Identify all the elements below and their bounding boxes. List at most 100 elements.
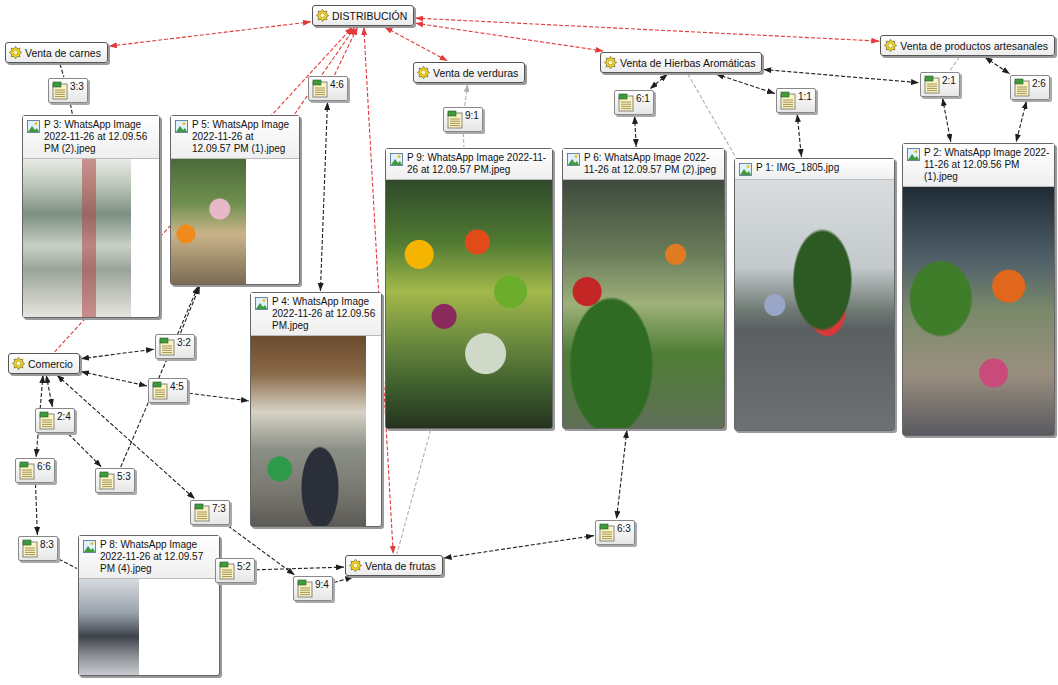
relation-connector (797, 114, 801, 157)
document-header: P 3: WhatsApp Image 2022-11-26 at 12.09.… (23, 116, 159, 159)
code-label: Venta de verduras (433, 67, 518, 79)
document-title: P 2: WhatsApp Image 2022-11-26 at 12.09.… (924, 147, 1050, 183)
document-icon (567, 153, 580, 166)
photo-thumbnail (563, 180, 724, 428)
code-icon (417, 66, 430, 79)
document-icon (175, 120, 188, 133)
code-node: Venta de frutas (345, 555, 443, 576)
quotation-id: 6:3 (617, 523, 631, 534)
code-node: Venta de Hierbas Aromáticas (600, 52, 762, 73)
relation-connector (181, 286, 200, 333)
quote-icon (618, 93, 635, 112)
document-node: P 4: WhatsApp Image 2022-11-26 at 12.09.… (250, 292, 382, 527)
document-title: P 9: WhatsApp Image 2022-11-26 at 12.09.… (407, 152, 548, 176)
quotation-id: 4:6 (330, 79, 344, 90)
relation-connector (688, 74, 736, 157)
code-node: Venta de productos artesanales (880, 35, 1055, 56)
document-header: P 1: IMG_1805.jpg (735, 159, 894, 180)
document-icon (255, 297, 268, 310)
quotation-id: 5:3 (117, 471, 131, 482)
relation-connector (109, 22, 311, 46)
relation-connector (295, 27, 355, 114)
relation-connector (60, 64, 64, 77)
document-icon (390, 153, 403, 166)
quotation-node: 1:1 (776, 88, 816, 113)
quotation-id: 2:1 (942, 75, 956, 86)
photo-thumbnail (79, 579, 139, 675)
relation-connector (635, 116, 637, 147)
quotation-node: 6:1 (614, 90, 654, 115)
relation-connector (81, 372, 147, 386)
quotation-node: 5:3 (95, 468, 135, 493)
quote-icon (924, 75, 941, 94)
code-icon (884, 39, 897, 52)
quote-icon (39, 411, 56, 430)
quote-icon (447, 110, 464, 129)
code-label: DISTRIBUCIÓN (332, 10, 407, 22)
photo-thumbnail (251, 336, 366, 526)
code-label: Comercio (28, 358, 73, 370)
quotation-id: 3:3 (70, 81, 84, 92)
quotation-node: 4:5 (148, 378, 188, 403)
quotation-node: 6:3 (595, 520, 635, 545)
document-header: P 5: WhatsApp Image 2022-11-26 at 12.09.… (171, 116, 299, 159)
quotation-id: 8:3 (40, 539, 54, 550)
relation-connector (334, 577, 354, 583)
document-header: P 6: WhatsApp Image 2022-11-26 at 12.09.… (563, 149, 724, 180)
quotation-id: 9:1 (465, 110, 479, 121)
relation-connector (763, 70, 919, 83)
relation-connector (1016, 101, 1026, 142)
relation-connector (256, 567, 344, 570)
quotation-node: 3:3 (48, 78, 88, 103)
document-header: P 9: WhatsApp Image 2022-11-26 at 12.09.… (386, 149, 552, 180)
document-node: P 3: WhatsApp Image 2022-11-26 at 12.09.… (22, 115, 160, 318)
quote-icon (152, 381, 169, 400)
relation-connector (985, 57, 1010, 74)
document-node: P 8: WhatsApp Image 2022-11-26 at 12.09.… (78, 535, 220, 676)
relation-connector (617, 430, 627, 519)
relation-connector (716, 74, 775, 94)
document-icon (83, 540, 96, 553)
code-node: DISTRIBUCIÓN (312, 5, 414, 26)
relation-connector (463, 133, 465, 147)
photo-thumbnail (903, 187, 1054, 435)
document-title: P 1: IMG_1805.jpg (756, 162, 839, 174)
code-label: Venta de Hierbas Aromáticas (620, 57, 755, 69)
document-icon (27, 120, 40, 133)
relation-connector (70, 104, 72, 114)
quote-icon (194, 503, 211, 522)
quotation-id: 2:4 (57, 411, 71, 422)
code-node: Comercio (8, 353, 80, 374)
quotation-node: 4:6 (308, 76, 348, 101)
quotation-node: 2:6 (1010, 75, 1050, 100)
relation-connector (335, 27, 358, 75)
relation-connector (415, 18, 879, 41)
photo-thumbnail (735, 180, 894, 430)
code-label: Venta de frutas (365, 560, 436, 572)
document-title: P 6: WhatsApp Image 2022-11-26 at 12.09.… (584, 152, 720, 176)
quotation-node: 2:4 (35, 408, 75, 433)
relation-connector (81, 349, 154, 359)
relation-connector (385, 27, 448, 61)
quote-icon (312, 79, 329, 98)
document-title: P 5: WhatsApp Image 2022-11-26 at 12.09.… (192, 119, 295, 155)
relation-connector (59, 559, 77, 568)
quote-icon (52, 81, 69, 100)
quote-icon (599, 523, 616, 542)
relation-connector (228, 526, 295, 575)
quotation-id: 6:6 (37, 461, 51, 472)
code-icon (9, 46, 22, 59)
quotation-node: 8:3 (18, 536, 58, 561)
relation-connector (465, 84, 468, 106)
document-node: P 6: WhatsApp Image 2022-11-26 at 12.09.… (562, 148, 725, 429)
relation-connector (36, 484, 38, 535)
quotation-node: 5:2 (215, 558, 255, 583)
photo-thumbnail (23, 159, 131, 317)
quotation-node: 9:1 (443, 107, 483, 132)
quotation-id: 9:4 (315, 579, 329, 590)
code-node: Venta de verduras (413, 62, 525, 83)
document-title: P 8: WhatsApp Image 2022-11-26 at 12.09.… (100, 539, 215, 575)
document-title: P 3: WhatsApp Image 2022-11-26 at 12.09.… (44, 119, 155, 155)
code-label: Venta de productos artesanales (900, 40, 1048, 52)
